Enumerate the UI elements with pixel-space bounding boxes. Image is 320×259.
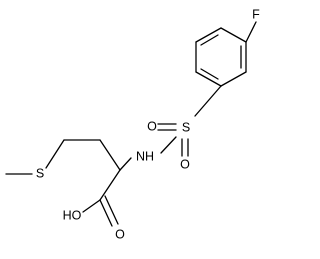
- bond-cgamma-s: [45, 139, 65, 169]
- structure-diagram: F S O O NH S HO O: [5, 7, 260, 241]
- benzene-ring: [195, 27, 247, 87]
- bond-c-oh: [82, 199, 101, 213]
- sulfonyl-o-left-label: O: [147, 119, 157, 133]
- bond-c-f: [245, 21, 257, 43]
- bond-c-o-double: [99, 199, 113, 227]
- hydroxyl-label: HO: [63, 208, 82, 222]
- bond-ring-s: [194, 85, 222, 117]
- sulfonyl-s-label: S: [182, 120, 190, 134]
- bond-s-n: [160, 136, 177, 154]
- bond-n-calpha: [119, 157, 132, 171]
- fluorine-label: F: [252, 7, 260, 21]
- sulfonyl-o-bottom-label: O: [180, 157, 190, 171]
- bond-calpha-cbeta: [99, 139, 121, 171]
- nh-label: NH: [136, 149, 154, 163]
- thioether-s-label: S: [36, 166, 44, 180]
- carbonyl-o-label: O: [115, 227, 125, 241]
- bond-calpha-ccarboxyl: [99, 169, 121, 201]
